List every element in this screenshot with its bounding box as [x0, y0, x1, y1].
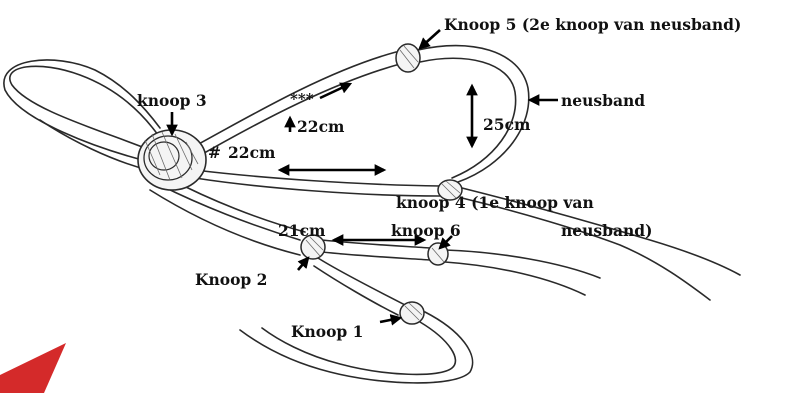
label-22cm-lower: 22cm: [228, 143, 276, 162]
knot-4-shape: [437, 179, 463, 201]
red-accent-shape: [0, 343, 66, 393]
knot-6-shape: [427, 242, 449, 266]
label-knoop1: Knoop 1: [291, 322, 363, 341]
pointer-arrow-knoop2: [297, 256, 310, 271]
label-knoop6: knoop 6: [391, 221, 461, 240]
label-stars: ***: [290, 90, 314, 108]
label-neusband: neusband: [561, 91, 645, 110]
pointer-arrow-knoop5: [418, 29, 441, 50]
arrows: [166, 29, 558, 326]
label-knoop4-line1: knoop 4 (1e knoop van: [396, 193, 594, 212]
label-hash: #: [208, 143, 221, 162]
labels: Knoop 5 (2e knoop van neusband) neusband…: [137, 15, 741, 341]
label-22cm-upper: 22cm: [297, 117, 345, 136]
knot-5-shape: [395, 43, 421, 73]
knot-3-shape: [137, 129, 207, 191]
label-21cm: 21cm: [278, 221, 326, 240]
label-knoop2: Knoop 2: [195, 270, 267, 289]
rope-drawing: [3, 43, 741, 384]
pointer-arrow-knoop1: [379, 314, 403, 326]
label-knoop4-line2: neusband): [561, 221, 652, 240]
pointer-arrow-stars: [319, 82, 353, 100]
pointer-arrow-knoop6: [438, 235, 453, 250]
label-knoop5: Knoop 5 (2e knoop van neusband): [444, 15, 741, 34]
knot-1-shape: [399, 301, 425, 325]
label-25cm: 25cm: [483, 115, 531, 134]
label-knoop3: knoop 3: [137, 91, 207, 110]
knot-2-shape: [300, 234, 326, 260]
